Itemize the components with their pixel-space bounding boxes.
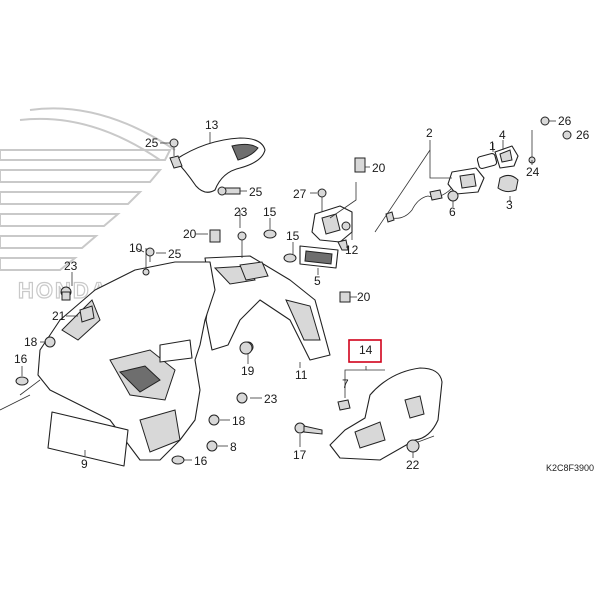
callout-20-a: 20	[372, 161, 386, 175]
bolt-23-center	[237, 231, 247, 258]
part-11-inner-fender	[204, 255, 331, 361]
callout-27: 27	[293, 187, 307, 201]
nut-22	[406, 439, 420, 453]
part-13-seat-cowl	[169, 137, 266, 193]
part-4-socket	[494, 145, 519, 169]
bolt-26-b	[562, 130, 572, 140]
bolt-23-frame-left	[60, 286, 72, 301]
grommet-15-center	[263, 229, 277, 239]
callout-11: 11	[295, 368, 308, 382]
nut-8	[206, 440, 218, 452]
callout-16-b: 16	[194, 454, 208, 468]
part-5-lens	[299, 245, 339, 269]
callout-22: 22	[406, 458, 420, 472]
callout-25-a: 25	[145, 136, 159, 150]
clip-7	[337, 399, 351, 411]
callout-23-c: 23	[264, 392, 278, 406]
part-3-bulb-holder	[497, 174, 519, 193]
nut-20-upper	[354, 157, 366, 173]
nut-20-lower	[339, 291, 351, 303]
callout-15-b: 15	[286, 229, 300, 243]
callout-6: 6	[449, 205, 456, 219]
part-1-seal	[476, 152, 498, 170]
callout-15-a: 15	[263, 205, 277, 219]
nut-18-left	[44, 336, 56, 348]
part-14-hugger	[329, 367, 443, 461]
leader-lines	[21, 132, 533, 461]
callout-20-b: 20	[183, 227, 197, 241]
callout-26-b: 26	[576, 128, 590, 142]
callout-4: 4	[499, 128, 506, 142]
callout-3: 3	[506, 198, 513, 212]
callout-23-a: 23	[234, 205, 248, 219]
callout-18-a: 18	[24, 335, 38, 349]
screw-27	[317, 188, 327, 212]
callout-25-b: 25	[249, 185, 263, 199]
grommet-15-right	[283, 253, 297, 263]
callout-26-a: 26	[558, 114, 572, 128]
callouts: 13 25 25 25 2 1 4 3 6 24 26 26 20 27 12 …	[14, 114, 590, 472]
callout-25-c: 25	[168, 247, 182, 261]
callout-19: 19	[241, 364, 255, 378]
callout-16-a: 16	[14, 352, 28, 366]
bolt-24	[528, 130, 536, 164]
grommet-16-left	[15, 376, 29, 386]
part-6-grommet	[447, 190, 459, 202]
callout-23-b: 23	[64, 259, 78, 273]
callout-2: 2	[426, 126, 433, 140]
callout-24: 24	[526, 165, 540, 179]
callout-9: 9	[81, 457, 88, 471]
part-2-light-assembly	[385, 167, 485, 223]
bolt-25-seat-lower	[217, 186, 241, 196]
callout-21: 21	[52, 309, 66, 323]
part-12-bracket	[311, 205, 353, 251]
bolt-17	[294, 422, 323, 435]
callout-12: 12	[345, 243, 359, 257]
grommet-16-bottom	[171, 455, 185, 465]
diagram-code: K2C8F3900	[546, 463, 594, 473]
callout-18-b: 18	[232, 414, 246, 428]
callout-13: 13	[205, 118, 219, 132]
callout-20-c: 20	[357, 290, 371, 304]
callout-14: 14	[359, 343, 373, 357]
bolt-23-frame-right	[236, 392, 248, 404]
part-9-plate	[47, 411, 129, 467]
highlight-box-14	[348, 339, 382, 363]
nut-18-right	[208, 414, 220, 426]
bolt-26-a	[540, 116, 556, 126]
callout-7: 7	[342, 377, 349, 391]
callout-17: 17	[293, 448, 307, 462]
clip-21	[79, 305, 95, 323]
callout-5: 5	[314, 274, 321, 288]
bolt-25-frame	[145, 247, 155, 257]
callout-1: 1	[489, 139, 496, 153]
callout-8: 8	[230, 440, 237, 454]
callout-10: 10	[129, 241, 143, 255]
nut-20-center	[209, 229, 221, 243]
collar-19	[239, 341, 253, 355]
